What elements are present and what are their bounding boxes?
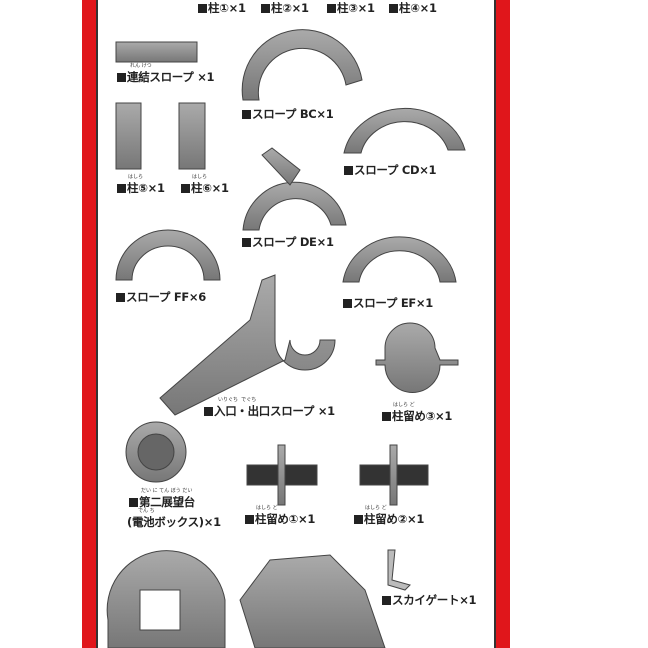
pillar-6-part bbox=[178, 102, 206, 170]
label-pillar-stopper-1: 柱留め①×1 bbox=[245, 511, 315, 527]
pillar-5-part bbox=[115, 102, 142, 170]
label-pillar-stopper-3: 柱留め③×1 bbox=[382, 408, 452, 424]
ruby-pillar-stopper-1: はしら ど bbox=[256, 505, 278, 511]
slope-bc-part bbox=[241, 29, 363, 101]
ruby-pillar-stopper-2: はしら ど bbox=[365, 505, 387, 511]
label-slope-ef: スロープ EF×1 bbox=[343, 295, 433, 311]
label-slope-cd: スロープ CD×1 bbox=[344, 162, 437, 178]
label-pillar-3: 柱③×1 bbox=[327, 0, 375, 16]
left-edge-line bbox=[96, 0, 98, 648]
ruby-second-observatory: だい に てん ぼう だい bbox=[141, 488, 193, 494]
label-sky-gate: スカイゲート×1 bbox=[382, 592, 477, 608]
pillar-stopper-3-part bbox=[375, 322, 459, 393]
label-battery-box: (電池ボックス)×1 bbox=[127, 515, 221, 529]
ruby-pillar-5: はしら bbox=[128, 174, 144, 180]
base-part-right bbox=[239, 554, 386, 648]
label-pillar-4: 柱④×1 bbox=[389, 0, 437, 16]
ruby-renketsu: れん けつ bbox=[130, 63, 152, 69]
slope-ff-part bbox=[115, 229, 221, 281]
ruby-entrance-exit: いりぐち でぐち bbox=[218, 397, 257, 403]
sky-gate-part bbox=[387, 549, 411, 591]
slope-de-part bbox=[242, 181, 347, 231]
label-slope-de: スロープ DE×1 bbox=[242, 234, 334, 250]
renketsu-slope-part bbox=[115, 41, 198, 63]
label-entrance-exit-slope: 入口・出口スロープ ×1 bbox=[204, 403, 335, 419]
label-pillar-5: 柱⑤×1 bbox=[117, 180, 165, 196]
label-slope-bc: スロープ BC×1 bbox=[242, 106, 334, 122]
label-pillar-6: 柱⑥×1 bbox=[181, 180, 229, 196]
label-second-observatory: 第二展望台 bbox=[129, 494, 195, 510]
left-red-border bbox=[82, 0, 96, 648]
ruby-pillar-6: はしら bbox=[192, 174, 208, 180]
label-pillar-stopper-2: 柱留め②×1 bbox=[354, 511, 424, 527]
ruby-pillar-stopper-3: はしら ど bbox=[393, 402, 415, 408]
label-slope-ff: スロープ FF×6 bbox=[116, 289, 206, 305]
slope-cd-part bbox=[343, 107, 466, 154]
label-renketsu-slope: 連結スロープ ×1 bbox=[117, 69, 215, 85]
label-pillar-2: 柱②×1 bbox=[261, 0, 309, 16]
slope-de-tower bbox=[261, 147, 301, 186]
ruby-battery-box: でん ち bbox=[138, 508, 155, 514]
right-red-border bbox=[496, 0, 510, 648]
entrance-exit-slope-part bbox=[159, 274, 336, 416]
slope-ef-part bbox=[342, 236, 457, 283]
label-pillar-1: 柱①×1 bbox=[198, 0, 246, 16]
right-edge-line bbox=[494, 0, 496, 648]
